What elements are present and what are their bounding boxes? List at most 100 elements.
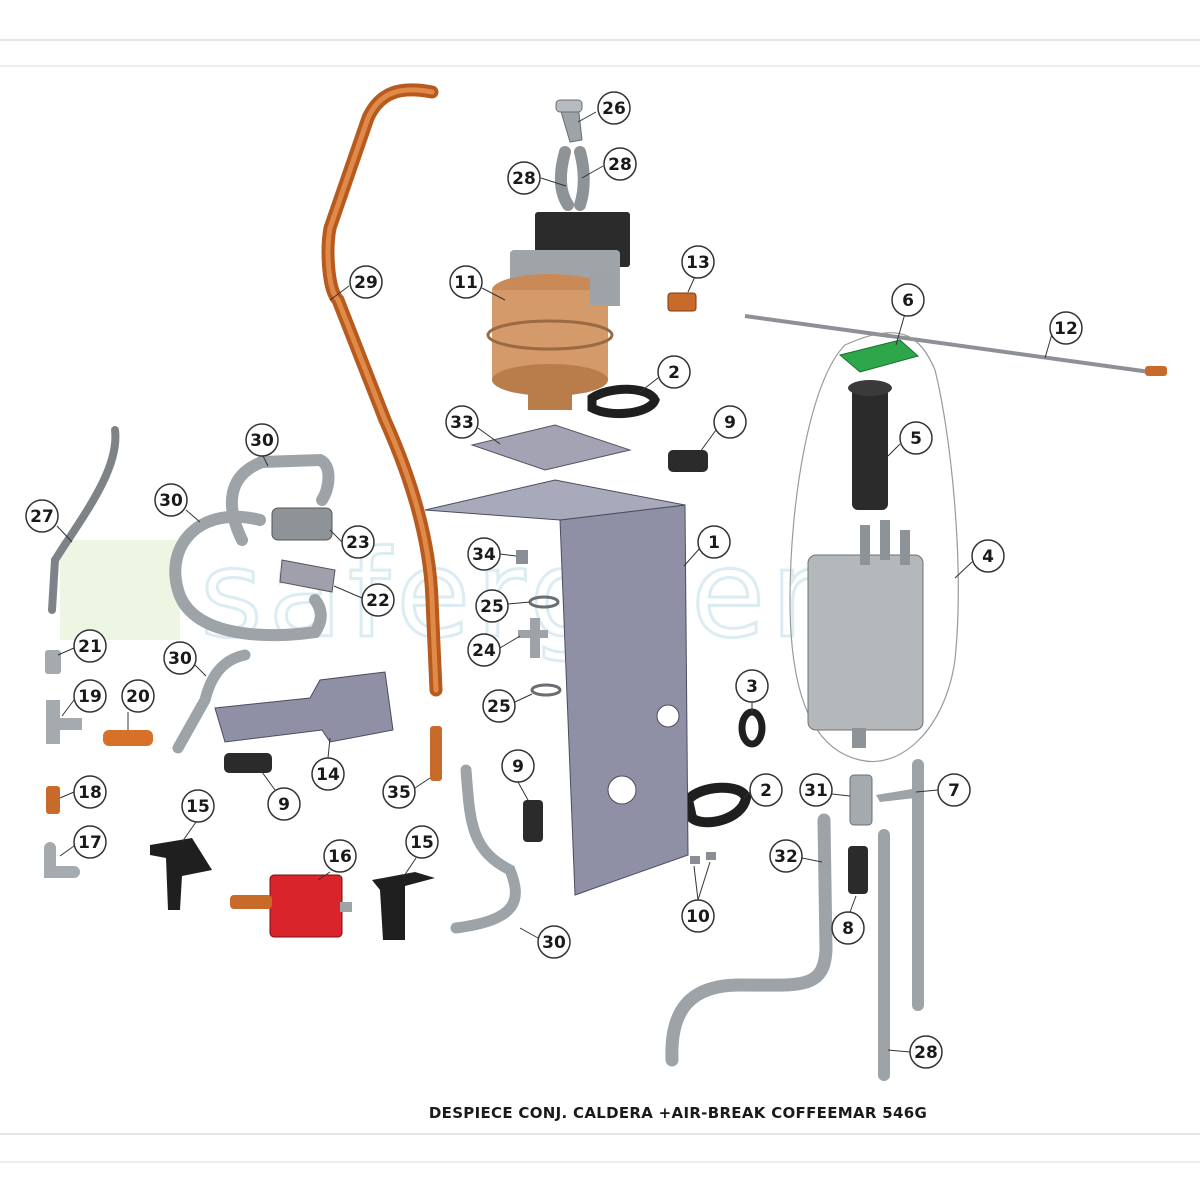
callout-18: 18 bbox=[59, 775, 107, 809]
airbreak-group-outline bbox=[789, 331, 959, 762]
callout-30a: 30 bbox=[245, 423, 279, 467]
part-30-tube-c bbox=[172, 649, 251, 754]
svg-text:28: 28 bbox=[608, 155, 632, 175]
callout-15a: 15 bbox=[181, 789, 215, 843]
callout-20: 20 bbox=[121, 679, 155, 730]
part-1-chassis-plate bbox=[559, 504, 689, 896]
part-28-hose-top bbox=[554, 146, 590, 211]
callout-labels: 26 28 28 29 11 13 6 12 2 33 9 5 30 30 27… bbox=[25, 91, 1083, 1069]
callout-5: 5 bbox=[887, 421, 933, 457]
part-27-hose bbox=[48, 426, 120, 614]
callout-23: 23 bbox=[329, 525, 375, 559]
part-20-valve bbox=[103, 730, 153, 746]
callout-3: 3 bbox=[735, 669, 769, 712]
part-11-boiler bbox=[486, 212, 630, 410]
part-10-screws bbox=[690, 852, 716, 864]
svg-text:29: 29 bbox=[354, 273, 378, 293]
part-15-bracket-right bbox=[372, 872, 435, 940]
part-24-tee-fitting bbox=[518, 618, 548, 658]
part-3-seal bbox=[738, 708, 766, 748]
callout-9c: 9 bbox=[261, 771, 301, 821]
part-21-fitting bbox=[45, 650, 61, 674]
svg-text:31: 31 bbox=[804, 781, 828, 801]
part-8-check-valve bbox=[848, 846, 868, 894]
callout-22: 22 bbox=[333, 583, 395, 617]
svg-text:5: 5 bbox=[910, 429, 922, 449]
part-2-gasket-bottom bbox=[682, 782, 752, 828]
callout-30c: 30 bbox=[163, 641, 207, 677]
callout-30b: 30 bbox=[154, 483, 201, 523]
part-14-bracket bbox=[214, 671, 394, 743]
callout-15b: 15 bbox=[403, 825, 439, 877]
svg-text:2: 2 bbox=[668, 363, 680, 383]
part-7-clip bbox=[876, 788, 918, 802]
callout-25b: 25 bbox=[482, 689, 533, 723]
svg-text:25: 25 bbox=[480, 597, 504, 617]
svg-text:16: 16 bbox=[328, 847, 352, 867]
svg-text:9: 9 bbox=[278, 795, 290, 815]
part-22-plate bbox=[279, 559, 336, 593]
part-15-bracket-left bbox=[150, 838, 212, 910]
callout-32: 32 bbox=[769, 839, 823, 873]
callout-2a: 2 bbox=[639, 355, 691, 393]
callout-34: 34 bbox=[467, 537, 517, 571]
callout-19: 19 bbox=[61, 679, 107, 717]
svg-text:30: 30 bbox=[250, 431, 274, 451]
svg-text:30: 30 bbox=[542, 933, 566, 953]
svg-text:10: 10 bbox=[686, 907, 710, 927]
part-34-screw bbox=[516, 550, 528, 564]
part-31-coupling bbox=[849, 774, 873, 826]
svg-text:9: 9 bbox=[724, 413, 736, 433]
part-25-clamp-lower bbox=[530, 683, 562, 697]
callout-6: 6 bbox=[891, 283, 925, 346]
part-13-connector bbox=[667, 292, 697, 312]
svg-text:7: 7 bbox=[948, 781, 960, 801]
part-9-valve-mid bbox=[224, 753, 272, 773]
svg-text:14: 14 bbox=[316, 765, 340, 785]
svg-text:13: 13 bbox=[686, 253, 710, 273]
part-26-elbow-fitting bbox=[555, 99, 583, 143]
callout-35: 35 bbox=[382, 775, 431, 809]
svg-text:3: 3 bbox=[746, 677, 758, 697]
svg-text:15: 15 bbox=[186, 797, 210, 817]
svg-text:25: 25 bbox=[487, 697, 511, 717]
svg-text:11: 11 bbox=[454, 273, 478, 293]
callout-2b: 2 bbox=[743, 773, 783, 807]
callout-21: 21 bbox=[57, 629, 107, 663]
svg-text:20: 20 bbox=[126, 687, 150, 707]
part-9-valve-top bbox=[668, 450, 708, 472]
svg-text:23: 23 bbox=[346, 533, 370, 553]
svg-text:9: 9 bbox=[512, 757, 524, 777]
svg-text:27: 27 bbox=[30, 507, 54, 527]
part-35-nozzle bbox=[430, 726, 442, 781]
callout-33: 33 bbox=[445, 405, 501, 445]
svg-text:6: 6 bbox=[902, 291, 914, 311]
svg-text:35: 35 bbox=[387, 783, 411, 803]
svg-text:33: 33 bbox=[450, 413, 474, 433]
callout-16: 16 bbox=[317, 839, 357, 881]
svg-text:12: 12 bbox=[1054, 319, 1078, 339]
callout-17: 17 bbox=[59, 825, 107, 859]
svg-text:34: 34 bbox=[472, 545, 496, 565]
callout-28c: 28 bbox=[887, 1035, 943, 1069]
svg-text:18: 18 bbox=[78, 783, 102, 803]
callout-13: 13 bbox=[681, 245, 715, 293]
svg-text:28: 28 bbox=[914, 1043, 938, 1063]
callout-26: 26 bbox=[577, 91, 631, 125]
svg-text:24: 24 bbox=[472, 641, 496, 661]
part-6-pcb-board bbox=[838, 339, 920, 373]
svg-text:2: 2 bbox=[760, 781, 772, 801]
svg-text:8: 8 bbox=[842, 919, 854, 939]
callout-8: 8 bbox=[831, 895, 865, 945]
svg-text:30: 30 bbox=[168, 649, 192, 669]
svg-text:30: 30 bbox=[159, 491, 183, 511]
part-17-elbow bbox=[44, 842, 80, 878]
part-12-probe-rod bbox=[744, 314, 1167, 376]
callout-29: 29 bbox=[329, 265, 383, 301]
part-23-pressure-switch bbox=[271, 507, 333, 541]
callout-28b: 28 bbox=[581, 147, 637, 181]
svg-text:22: 22 bbox=[366, 591, 390, 611]
callout-9a: 9 bbox=[699, 405, 747, 453]
watermark-text: safergaer bbox=[200, 526, 826, 665]
